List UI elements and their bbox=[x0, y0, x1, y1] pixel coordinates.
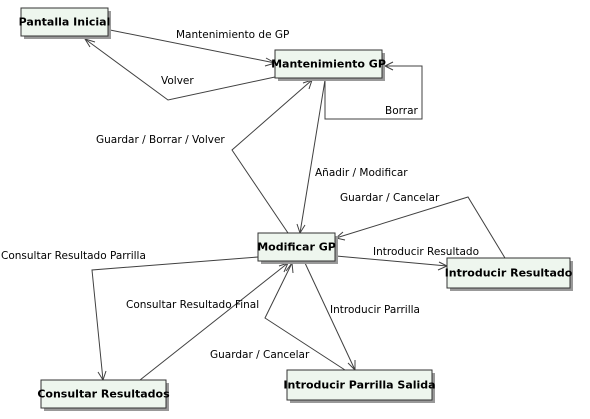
edge-volver bbox=[83, 38, 276, 101]
edge-anadir-modificar bbox=[296, 79, 326, 235]
edge-label-guardar-borrar-volver: Guardar / Borrar / Volver bbox=[96, 134, 225, 146]
edge-label-volver: Volver bbox=[161, 75, 194, 87]
state-label: Pantalla Inicial bbox=[19, 16, 111, 29]
edge-introducir-parrilla bbox=[304, 262, 356, 372]
edge-label-introducir-parrilla: Introducir Parrilla bbox=[330, 304, 420, 316]
edge-label-guardar-cancelar-bottom: Guardar / Cancelar bbox=[210, 349, 310, 361]
edge-label-anadir-modificar: Añadir / Modificar bbox=[315, 167, 408, 179]
state-consultar-resultados[interactable]: Consultar Resultados bbox=[37, 379, 170, 411]
state-modificar-gp[interactable]: Modificar GP bbox=[257, 232, 338, 264]
edge-introducir-resultado bbox=[335, 255, 449, 271]
state-mantenimiento-gp[interactable]: Mantenimiento GP bbox=[271, 49, 386, 81]
state-label: Consultar Resultados bbox=[37, 388, 170, 401]
state-label: Introducir Parrilla Salida bbox=[283, 379, 435, 392]
state-label: Introducir Resultado bbox=[445, 267, 573, 280]
state-label: Mantenimiento GP bbox=[271, 58, 386, 71]
edge-consultar-resultado-parrilla bbox=[91, 256, 259, 382]
state-introducir-parrilla-salida[interactable]: Introducir Parrilla Salida bbox=[283, 369, 436, 403]
state-introducir-resultado[interactable]: Introducir Resultado bbox=[445, 257, 573, 291]
edge-label-guardar-cancelar-top: Guardar / Cancelar bbox=[340, 192, 440, 204]
edge-consultar-resultado-final bbox=[139, 262, 289, 381]
edge-label-introducir-resultado: Introducir Resultado bbox=[373, 246, 479, 258]
edge-label-borrar: Borrar bbox=[385, 105, 419, 117]
edge-label-consultar-resultado-final: Consultar Resultado Final bbox=[126, 299, 259, 311]
edge-guardar-borrar-volver bbox=[231, 79, 313, 234]
state-label: Modificar GP bbox=[257, 241, 336, 254]
edge-label-mantenimiento-de-gp: Mantenimiento de GP bbox=[176, 29, 289, 41]
state-pantalla-inicial[interactable]: Pantalla Inicial bbox=[19, 7, 111, 39]
edge-label-consultar-resultado-parrilla: Consultar Resultado Parrilla bbox=[1, 250, 146, 262]
